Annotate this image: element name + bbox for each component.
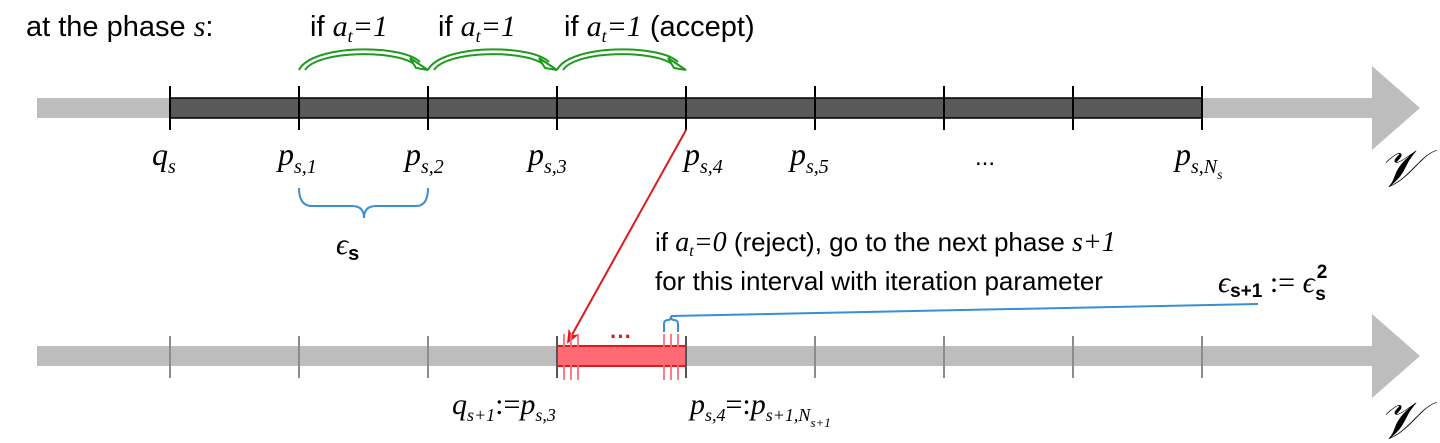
green-arrow-3-icon <box>556 48 687 71</box>
label-p-s4-eq: ps,4=:ps+1,Ns+1 <box>688 388 831 430</box>
pointer-line <box>670 303 1259 317</box>
label-q-s1: qs+1:=ps,3 <box>452 388 556 425</box>
top-space-label: 𝒱 <box>1378 141 1437 198</box>
red-subinterval <box>556 345 687 367</box>
top-axis-arrowhead-icon <box>1372 66 1420 150</box>
top-axis <box>37 66 1420 150</box>
reject-text: if at=0 (reject), go to the next phase s… <box>655 227 1327 305</box>
top-ticks <box>169 86 1203 130</box>
label-p-s4: ps,4 <box>682 136 723 178</box>
step-label-3: if at=1 (accept) <box>564 10 755 46</box>
svg-text:if at=1 (accept): if at=1 (accept) <box>564 10 755 46</box>
label-q-s: qs <box>152 136 176 178</box>
bottom-axis: ··· <box>37 314 1420 398</box>
label-p-sNs: ps,Ns <box>1173 136 1223 183</box>
bottom-axis-shaft <box>37 346 1377 366</box>
subinterval-ellipsis: ··· <box>610 324 632 349</box>
red-zoom-arrow <box>567 129 687 344</box>
reject-line-2: for this interval with iteration paramet… <box>655 266 1103 296</box>
green-arrow-2-icon <box>427 48 558 71</box>
reject-line-1: if at=0 (reject), go to the next phase s… <box>655 227 1116 260</box>
bottom-axis-arrowhead-icon <box>1372 314 1420 398</box>
blue-pointer <box>663 303 1259 332</box>
fine-ticks <box>563 334 679 380</box>
small-brace-icon <box>663 315 679 332</box>
svg-text:if at=1: if at=1 <box>310 10 388 46</box>
label-p-s3: ps,3 <box>526 136 567 178</box>
green-arrow-1-icon <box>298 48 429 71</box>
brace-icon <box>298 187 429 219</box>
epsilon-s-label: ϵs <box>336 228 359 265</box>
bottom-ticks <box>169 336 1203 378</box>
phase-header: at the phase s: <box>26 10 213 43</box>
step-label-1: if at=1 <box>310 10 388 46</box>
label-p-s5: ps,5 <box>788 136 829 178</box>
label-p-s1: ps,1 <box>276 136 317 178</box>
step-label-2: if at=1 <box>438 10 516 46</box>
label-ellipsis: ... <box>975 144 995 171</box>
bottom-space-label: 𝒱 <box>1378 393 1437 443</box>
green-accept-arrows <box>298 48 687 71</box>
subinterval-endpoints <box>556 336 687 378</box>
svg-text:if at=1: if at=1 <box>438 10 516 46</box>
top-axis-labels: qs ps,1 ps,2 ps,3 ps,4 ps,5 ... ps,Ns <box>152 136 1223 183</box>
epsilon-brace: ϵs <box>298 187 429 265</box>
label-p-s2: ps,2 <box>403 136 444 178</box>
bottom-axis-labels: qs+1:=ps,3 ps,4=:ps+1,Ns+1 <box>452 388 831 430</box>
